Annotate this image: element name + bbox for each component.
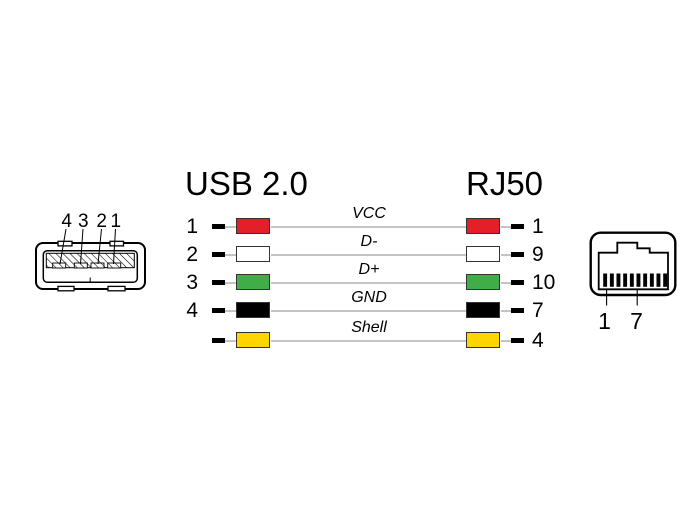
signal-label: D+ [358,261,380,278]
rj50-contacts [603,273,668,287]
wire-row-dminus: 2 D- 9 [0,230,700,266]
rj50-pin-number: 1 [532,215,544,238]
signal-label: VCC [352,205,386,222]
rj50-wire-color-box [466,332,500,348]
wire-dash [212,252,225,257]
rj50-pin-number: 4 [532,329,544,352]
rj50-wire-color-box [466,246,500,262]
rj50-connector-front-view: 1 7 [589,231,677,334]
usb-wire-color-box [236,274,270,290]
rj50-wire-color-box [466,302,500,318]
wire-row-dplus: 3 D+ 10 [0,258,700,294]
usb-pin-leader-line [97,228,102,265]
wire-dash [212,308,225,313]
rj50-pin-number: 7 [532,299,544,322]
usb-pin-leader-line [113,228,116,265]
wire-stub [225,254,237,256]
usb-connector-front-view: 4 3 2 1 [35,211,146,292]
rj50-face-pin-label: 1 [598,308,611,334]
wire-stub [501,254,512,256]
usb-wire-color-box [236,332,270,348]
wire-line [271,226,467,228]
rj50-wire-color-box [466,218,500,234]
wire-stub [501,340,512,342]
wire-dash [212,338,225,343]
rj50-pin-number: 9 [532,243,544,266]
usb-title: USB 2.0 [185,165,308,202]
rj50-title: RJ50 [466,165,544,202]
wire-dash [511,338,524,343]
rj50-face-pin-label: 7 [630,308,643,334]
wire-stub [225,310,237,312]
usb-face-pin-label: 4 [61,211,72,232]
rj50-pin-number: 10 [532,271,556,294]
usb-pin-number: 4 [186,299,198,322]
usb-pin-number: 3 [186,271,198,294]
wire-line [271,282,467,284]
usb-bottom-notch [57,285,75,292]
wire-row-gnd: 4 GND 7 [0,286,700,322]
wire-dash [511,308,524,313]
wire-stub [501,282,512,284]
signal-label: GND [351,289,387,306]
usb-top-notch [57,240,73,247]
wire-stub [501,310,512,312]
wire-dash [511,280,524,285]
wire-line [271,310,467,312]
usb-pin-leader-line [59,228,67,265]
wire-dash [212,280,225,285]
wire-row-shell: Shell 4 [0,316,700,352]
signal-label: D- [360,233,378,250]
usb-wire-color-box [236,302,270,318]
usb-contact [107,262,122,269]
usb-wire-color-box [236,246,270,262]
wire-line [271,254,467,256]
usb-contact [90,262,105,269]
usb-wire-color-box [236,218,270,234]
wire-dash [511,224,524,229]
wire-dash [212,224,225,229]
usb-pin-number: 1 [186,215,198,238]
wire-stub [225,226,237,228]
wire-dash [511,252,524,257]
usb-face-pin-label: 1 [111,211,122,232]
usb-top-notch [109,240,125,247]
signal-label: Shell [351,319,387,336]
wire-stub [225,282,237,284]
rj50-wire-color-box [466,274,500,290]
usb-contact [52,262,67,269]
usb-face-pin-label: 2 [96,211,107,232]
wire-stub [225,340,237,342]
usb-pin-leader-line [80,228,84,265]
usb-face-pin-label: 3 [78,211,89,232]
usb-bottom-notch [107,285,126,292]
wire-stub [501,226,512,228]
usb-pin-number: 2 [186,243,198,266]
wire-line [271,340,467,342]
wire-row-vcc: 1 VCC 1 [0,202,700,238]
